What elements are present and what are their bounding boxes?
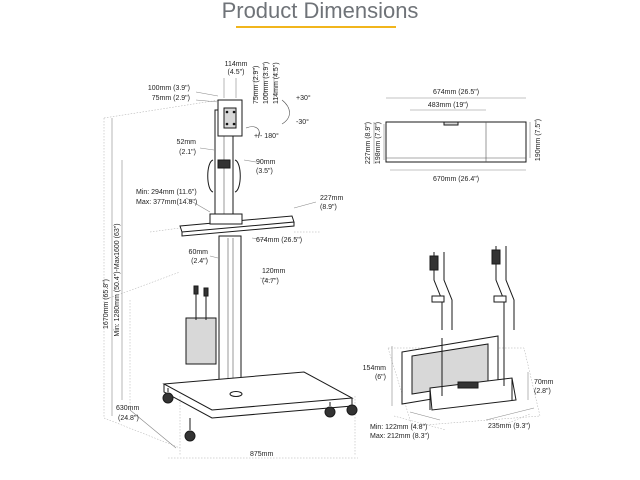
- label-handle-in: (3.5"): [256, 168, 273, 175]
- label-holder-height-70-in: (2.8"): [534, 388, 551, 395]
- cpu-holder-bottom: [429, 377, 517, 411]
- label-shelf-width: 674mm (26.5"): [256, 237, 302, 244]
- label-shelf-inner-width: 483mm (19"): [428, 102, 468, 109]
- label-total-height: 1670mm (65.8"): [103, 279, 110, 329]
- cpu-holder-straps: [429, 246, 515, 330]
- label-vert-75: 75mm (2.9"): [253, 66, 260, 104]
- label-base-depth-in: (24.8"): [118, 415, 139, 422]
- label-holder-width-min: Min: 122mm (4.8"): [370, 424, 427, 431]
- label-shelf-depth-227: 227mm (8.9"): [365, 122, 372, 164]
- strap-clip-right: [491, 249, 501, 265]
- label-top-width-in: (4.5"): [228, 69, 245, 76]
- label-holder-width-max: Max: 212mm (8.3"): [370, 433, 429, 440]
- label-shelf-overall-width: 674mm (26.5"): [433, 89, 479, 96]
- label-column-depth-mm: 120mm: [262, 268, 286, 275]
- rotate-arrow: [245, 126, 260, 137]
- stand-dimension-lines: [111, 68, 317, 449]
- label-handle-mm: 90mm: [256, 159, 276, 166]
- handle-right: [234, 159, 241, 193]
- label-pole-width-in: (2.1"): [179, 149, 196, 156]
- label-shelf-depth-190: 190mm (7.5"): [535, 119, 542, 161]
- label-tilt-up: +30°: [296, 94, 311, 102]
- label-holder-height-154-in: (6"): [375, 374, 386, 381]
- stand-base: [162, 371, 354, 411]
- label-height-range: Min: 1280mm (50.4")-Max1600 (63"): [114, 223, 121, 336]
- label-vert-100: 100mm (3.9"): [263, 62, 270, 104]
- label-top-width-mm: 114mm: [225, 61, 248, 68]
- label-shelf-max: Max: 377mm(14.8"): [136, 199, 197, 206]
- label-shelf-depth-198: 198mm (7.8"): [375, 122, 382, 164]
- label-column-width-in: (2.4"): [191, 258, 208, 265]
- label-shelf-depth-mm: 227mm: [320, 195, 344, 202]
- cpu-holder-drawing: 154mm (6") 70mm (2.8") 235mm (9.3") Min:…: [363, 246, 554, 440]
- label-shelf-depth-in: (8.9"): [320, 204, 337, 211]
- label-vesa-100: 100mm (3.9"): [148, 85, 190, 92]
- shelf-outline: [385, 121, 527, 163]
- title-underline: [236, 26, 396, 28]
- label-vesa-75: 75mm (2.9"): [152, 95, 190, 102]
- stand-cpu-holder: [185, 317, 217, 365]
- strap-clip-left: [429, 255, 439, 271]
- label-tilt-down: -30°: [296, 118, 309, 126]
- label-column-depth-in: (4.7"): [262, 278, 279, 285]
- label-shelf-min: Min: 294mm (11.6"): [136, 189, 197, 196]
- label-column-width-mm: 60mm: [189, 249, 209, 256]
- mobile-stand-drawing: [103, 99, 358, 459]
- lift-column: [218, 235, 242, 387]
- label-pole-width-mm: 52mm: [177, 139, 197, 146]
- label-holder-height-70-mm: 70mm: [534, 379, 554, 386]
- label-holder-height-154-mm: 154mm: [363, 365, 387, 372]
- label-vert-114: 114mm (4.5"): [273, 62, 280, 104]
- shelf-top-view: 674mm (26.5") 483mm (19") 227mm (8.9") 1…: [365, 89, 542, 183]
- stand-labels: 114mm (4.5") 100mm (3.9") 75mm (2.9") 75…: [103, 61, 344, 458]
- vesa-bracket: [217, 99, 243, 137]
- label-base-width: 875mm: [250, 451, 274, 458]
- tilt-arc: [281, 99, 290, 125]
- page-title: Product Dimensions: [221, 0, 419, 23]
- handle-left: [207, 159, 214, 193]
- label-rotate: +/- 180°: [254, 132, 279, 140]
- label-base-depth-mm: 630mm: [116, 405, 140, 412]
- label-shelf-bottom-width: 670mm (26.4"): [433, 176, 479, 183]
- label-holder-depth: 235mm (9.3"): [488, 423, 530, 430]
- casters: [162, 388, 358, 442]
